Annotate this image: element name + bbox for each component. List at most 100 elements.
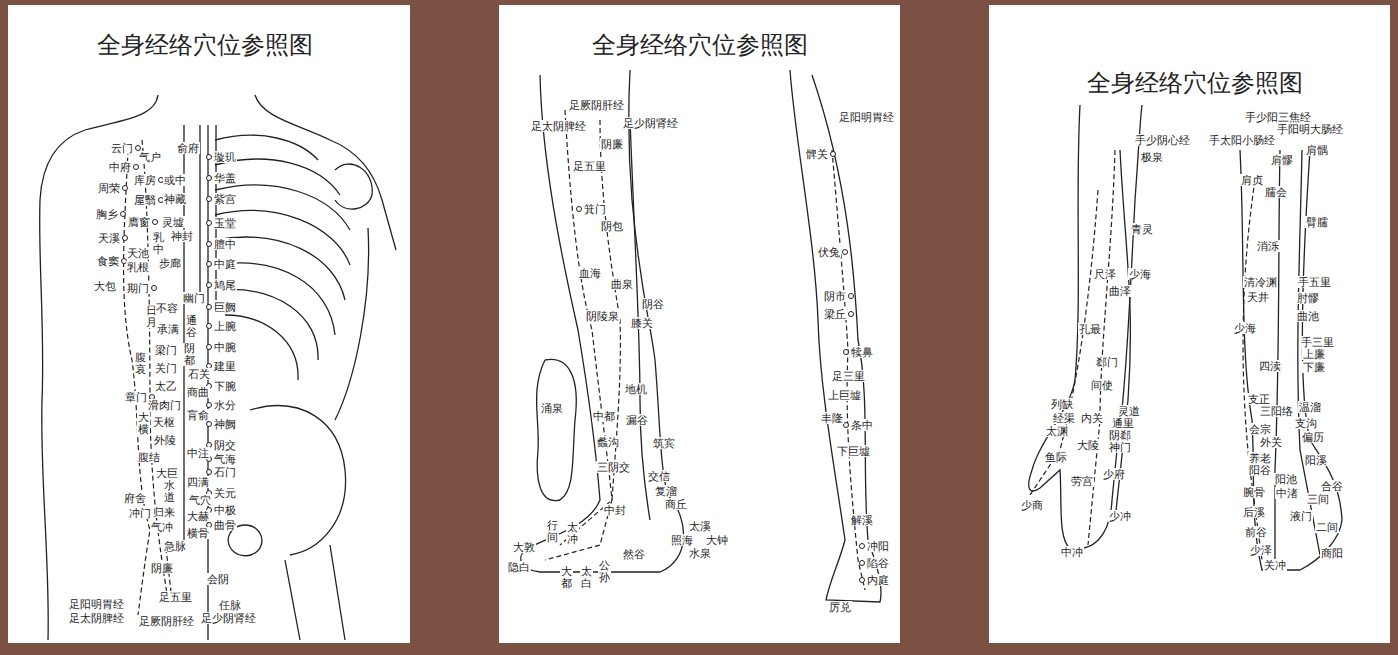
point-label: 曲池: [1296, 310, 1320, 322]
point-label: 阴包: [600, 220, 624, 232]
point-label: 水道: [163, 480, 176, 503]
point-label: 丰隆: [820, 412, 844, 424]
point-label: 孔最: [1078, 323, 1102, 335]
point-label: 极泉: [1140, 151, 1164, 163]
point-label: 冲门: [128, 507, 152, 519]
acupoint-dot: [207, 262, 212, 267]
point-label: 足太阴脾经: [530, 120, 587, 132]
point-label: 下腕: [213, 380, 237, 392]
point-label: 气海: [213, 453, 237, 465]
point-label: 公孙: [598, 560, 611, 583]
point-label: 中腕: [213, 341, 237, 353]
point-label: 不容: [155, 302, 179, 314]
point-label: 阳谷: [1248, 464, 1272, 476]
acupoint-dot: [123, 186, 128, 191]
point-label: 合谷: [1320, 480, 1344, 492]
point-label: 下巨墟: [836, 445, 871, 457]
point-label: 华盖: [213, 172, 237, 184]
point-label: 膝关: [630, 317, 654, 329]
acupoint-dot: [843, 250, 848, 255]
acupoint-dot: [860, 544, 865, 549]
point-label: 足太阴脾经: [68, 612, 125, 624]
point-label: 上廉: [1302, 348, 1326, 360]
point-label: 少商: [1020, 499, 1044, 511]
point-label: 涌泉: [540, 402, 564, 414]
point-label: 石关: [187, 368, 211, 380]
point-label: 血海: [578, 267, 602, 279]
acupoint-dot: [121, 212, 126, 217]
point-label: 肩贞: [1240, 174, 1264, 186]
point-label: 期门: [126, 282, 150, 294]
acupoint-dot: [831, 152, 836, 157]
point-label: 偏历: [1301, 431, 1325, 443]
point-label: 伏兔: [817, 246, 841, 258]
point-label: 中渚: [1275, 487, 1299, 499]
acupoint-dot: [207, 221, 212, 226]
point-label: 气户: [138, 151, 162, 163]
point-label: 石门: [213, 466, 237, 478]
point-label: 三阳络: [1259, 405, 1294, 417]
point-label: 阴都: [183, 343, 196, 366]
point-label: 承满: [156, 323, 180, 335]
point-label: 足三里: [831, 370, 866, 382]
point-label: 外关: [1259, 436, 1283, 448]
acupoint-dot: [844, 423, 849, 428]
point-label: 天溪: [97, 232, 121, 244]
point-label: 气穴: [188, 494, 212, 506]
point-label: 灵墟: [161, 216, 185, 228]
point-label: 阳池: [1274, 473, 1298, 485]
acupoint-dot: [207, 422, 212, 427]
point-label: 神藏: [163, 193, 187, 205]
point-label: 尺泽: [1093, 268, 1117, 280]
point-label: 手阳明大肠经: [1276, 123, 1344, 135]
point-label: 手三里: [1300, 336, 1335, 348]
point-label: 地机: [624, 383, 648, 395]
point-label: 少海: [1233, 322, 1257, 334]
point-label: 大敦: [512, 541, 536, 553]
point-label: 腕骨: [1242, 486, 1266, 498]
acupoint-dot: [860, 578, 865, 583]
point-label: 足五里: [158, 591, 193, 603]
acupoint-dot: [123, 236, 128, 241]
point-label: 商阳: [1320, 547, 1344, 559]
point-label: 中庭: [213, 258, 237, 270]
point-label: 三阴交: [596, 461, 631, 473]
point-label: 清冷渊: [1243, 276, 1278, 288]
point-label: 陷谷: [866, 557, 890, 569]
acupoint-dot: [152, 286, 157, 291]
point-label: 行间: [546, 520, 559, 543]
point-label: 少府: [1102, 468, 1126, 480]
point-label: 天枢: [152, 416, 176, 428]
point-label: 鱼际: [1044, 451, 1068, 463]
point-label: 水泉: [688, 547, 712, 559]
point-label: 滑肉门: [147, 399, 182, 411]
point-label: 梁门: [154, 344, 178, 356]
point-label: 建里: [213, 360, 237, 372]
point-label: 气冲: [150, 521, 174, 533]
acupoint-dot: [860, 561, 865, 566]
point-label: 商曲: [186, 386, 210, 398]
point-label: 鸠尾: [213, 279, 237, 291]
point-label: 大赫: [186, 510, 210, 522]
point-label: 前谷: [1244, 526, 1268, 538]
point-label: 复溜: [654, 485, 678, 497]
point-label: 关元: [213, 487, 237, 499]
point-label: 天井: [1246, 291, 1270, 303]
point-label: 章门: [124, 391, 148, 403]
point-label: 会阴: [206, 573, 230, 585]
point-label: 食窦: [96, 255, 120, 267]
point-label: 三间: [1306, 493, 1330, 505]
point-label: 屋翳: [133, 194, 157, 206]
panel-title: 全身经络穴位参照图: [592, 30, 808, 60]
point-label: 肩髃: [1305, 144, 1329, 156]
acupoint-dot: [207, 470, 212, 475]
point-label: 中封: [603, 504, 627, 516]
point-label: 归来: [152, 506, 176, 518]
point-label: 太溪: [688, 520, 712, 532]
point-label: 臑会: [1264, 186, 1288, 198]
point-label: 支沟: [1294, 417, 1318, 429]
point-label: 曲泉: [610, 278, 634, 290]
acupoint-dot: [844, 350, 849, 355]
point-label: 神门: [1108, 441, 1132, 453]
point-label: 梁丘: [823, 308, 847, 320]
